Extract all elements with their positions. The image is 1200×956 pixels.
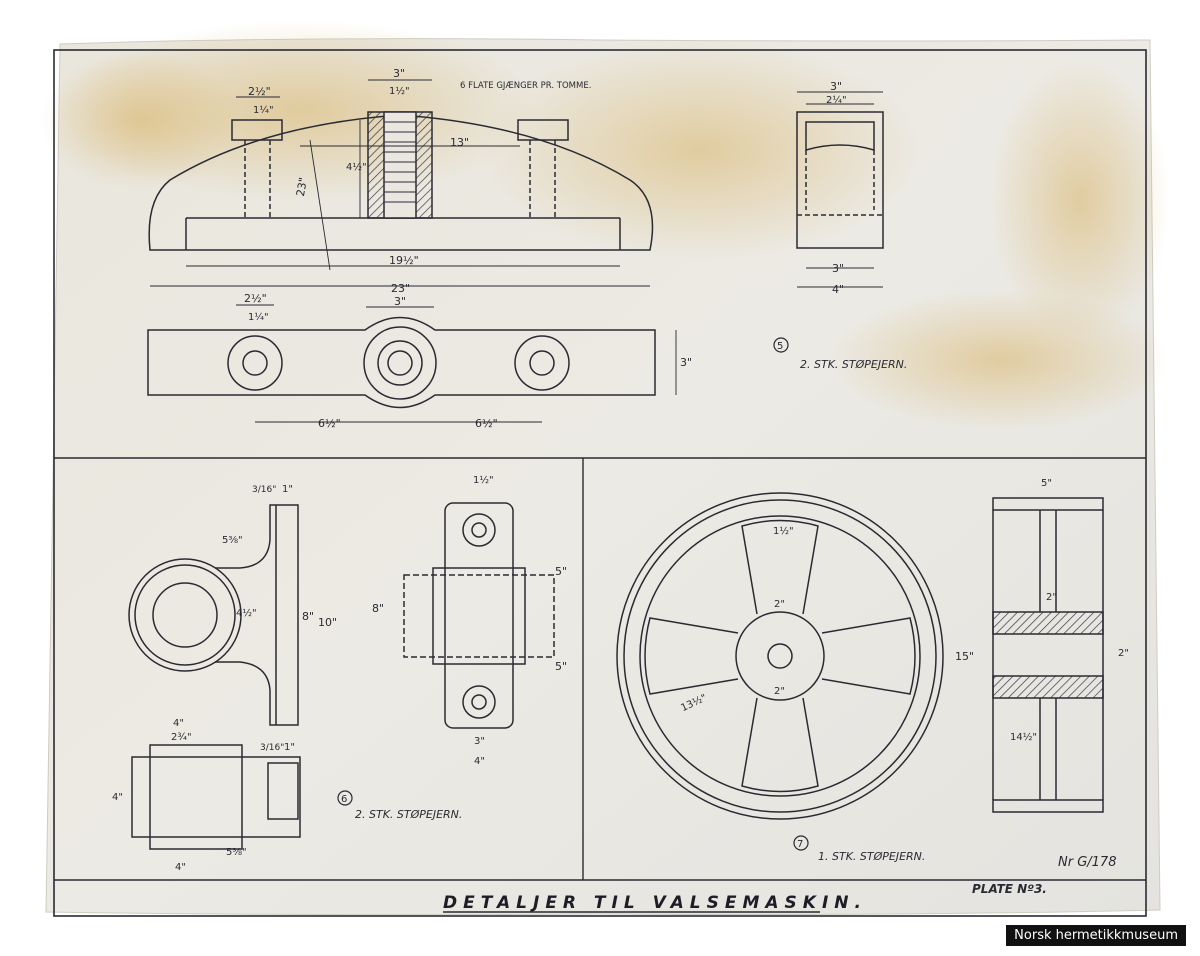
stain	[40, 50, 240, 190]
plate-number: PLATE Nº3.	[972, 882, 1047, 896]
dim-label: 2"	[1118, 648, 1129, 659]
part-6-bracket-elevation	[128, 504, 299, 726]
dimension-lines-part5	[797, 91, 883, 288]
dim-label: 13"	[450, 136, 469, 149]
dim-label: 2½"	[244, 292, 267, 305]
dim-label: 19½"	[389, 254, 419, 267]
dimension-lines-plan	[236, 304, 677, 423]
part-6-bracket-plan	[131, 744, 301, 850]
dim-label: 3/16"	[252, 485, 276, 495]
dim-label: 2¾"	[171, 732, 192, 743]
part-6-bracket-front	[403, 502, 555, 729]
dim-label: 3"	[680, 356, 692, 369]
part-6-number: 6	[341, 794, 347, 805]
stain	[990, 60, 1170, 340]
dim-label: 4½"	[236, 607, 257, 619]
dim-label: 1½"	[473, 474, 494, 486]
dim-label: 4"	[173, 718, 184, 729]
drawing-title: DETALJER TIL VALSEMASKIN.	[443, 893, 867, 913]
dim-label: 1"	[282, 484, 293, 495]
dim-label: 1½"	[389, 85, 410, 97]
dim-label: 5"	[1041, 478, 1052, 489]
dim-label: 3"	[832, 262, 844, 275]
dim-label: 6½"	[318, 417, 341, 430]
dim-label: 3"	[394, 295, 406, 308]
dim-label: 6½"	[475, 417, 498, 430]
dim-label: 1"	[284, 742, 295, 753]
dimension-lines-top	[150, 79, 650, 287]
dim-label: 4"	[474, 756, 485, 767]
part-5-drawing	[796, 111, 884, 249]
dim-label: 8"	[302, 610, 314, 623]
dim-label: 3/16"	[260, 743, 284, 753]
dim-label: 2"	[774, 686, 785, 697]
dim-label: 5⅜"	[222, 535, 243, 546]
dim-label: 2"	[1046, 592, 1057, 603]
dim-label: 3"	[474, 736, 485, 747]
part-top-plan	[147, 316, 656, 409]
dim-label: 3"	[393, 67, 405, 80]
dim-label: 15"	[955, 650, 974, 663]
dim-label: 3"	[830, 80, 842, 93]
dim-label: 8"	[372, 602, 384, 615]
part-6-number-circle	[337, 790, 353, 806]
dim-label: 4"	[112, 792, 123, 803]
part-7-pulley-section	[992, 497, 1104, 813]
dim-label: 14½"	[1010, 731, 1037, 743]
dim-label: 4½"	[346, 161, 367, 173]
part-6-label: 2. STK. STØPEJERN.	[355, 808, 462, 821]
dim-label: 1¼"	[248, 311, 269, 323]
dim-label: 23"	[391, 282, 410, 295]
part-7-pulley-face	[616, 492, 944, 820]
dim-label: 5"	[555, 565, 567, 578]
dim-label: 4"	[175, 862, 186, 873]
drawing-border	[53, 49, 1147, 917]
dim-label: 2¼"	[826, 94, 847, 106]
part-top-elevation	[148, 111, 654, 251]
dim-label: 5"	[555, 660, 567, 673]
dim-label: 23"	[294, 176, 310, 197]
part-5-label: 2. STK. STØPEJERN.	[800, 358, 907, 371]
dim-label: 2"	[774, 599, 785, 610]
part-5-number: 5	[777, 341, 783, 352]
part-7-number-circle	[793, 835, 809, 851]
part-7-number: 7	[797, 839, 803, 850]
stain	[480, 40, 920, 260]
dim-label: 1½"	[773, 525, 794, 537]
thread-note: 6 FLATE GJÆNGER PR. TOMME.	[460, 81, 591, 91]
dim-label: 1¼"	[253, 104, 274, 116]
dim-label: 2½"	[248, 85, 271, 98]
part-7-label: 1. STK. STØPEJERN.	[818, 850, 925, 863]
dim-label: 10"	[318, 616, 337, 629]
archive-number: Nr G/178	[1058, 855, 1116, 870]
part-5-number-circle	[773, 337, 789, 353]
dim-label: 5⅜"	[226, 847, 247, 858]
dim-label: 4"	[832, 283, 844, 296]
museum-caption: Norsk hermetikkmuseum	[1006, 925, 1186, 946]
